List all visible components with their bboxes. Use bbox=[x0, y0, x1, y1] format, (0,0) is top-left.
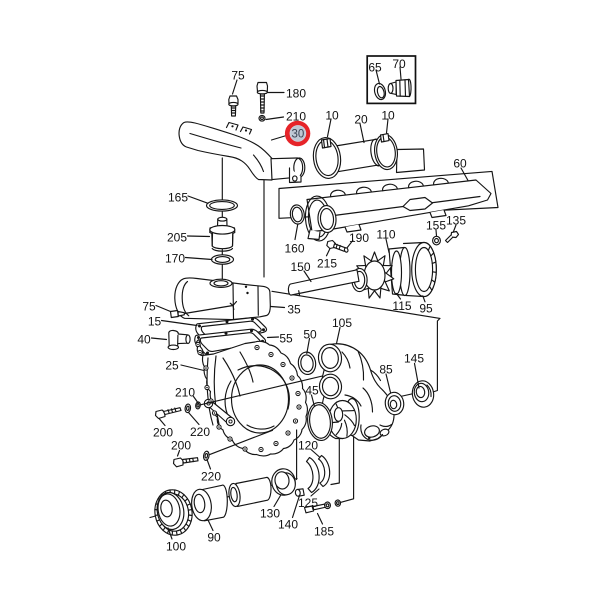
svg-text:20: 20 bbox=[354, 112, 368, 126]
svg-text:115: 115 bbox=[392, 299, 411, 313]
svg-text:150: 150 bbox=[290, 260, 310, 274]
svg-text:25: 25 bbox=[165, 358, 179, 372]
svg-text:200: 200 bbox=[153, 425, 173, 439]
svg-text:190: 190 bbox=[349, 231, 369, 245]
svg-text:10: 10 bbox=[325, 108, 339, 122]
svg-text:200: 200 bbox=[171, 438, 191, 452]
svg-text:35: 35 bbox=[287, 302, 301, 316]
svg-text:100: 100 bbox=[166, 539, 186, 553]
svg-text:120: 120 bbox=[298, 438, 318, 452]
svg-text:140: 140 bbox=[278, 517, 298, 531]
svg-text:135: 135 bbox=[446, 213, 466, 227]
svg-text:170: 170 bbox=[165, 251, 185, 265]
svg-text:180: 180 bbox=[286, 86, 306, 100]
svg-text:85: 85 bbox=[379, 362, 393, 376]
svg-text:160: 160 bbox=[284, 241, 304, 255]
svg-text:220: 220 bbox=[201, 469, 221, 483]
svg-text:215: 215 bbox=[317, 256, 337, 270]
svg-text:105: 105 bbox=[332, 316, 352, 330]
svg-text:55: 55 bbox=[279, 331, 293, 345]
svg-text:65: 65 bbox=[368, 60, 382, 74]
svg-text:210: 210 bbox=[175, 385, 195, 399]
svg-text:15: 15 bbox=[148, 314, 162, 328]
svg-text:75: 75 bbox=[231, 68, 245, 82]
svg-text:110: 110 bbox=[376, 227, 395, 241]
svg-text:95: 95 bbox=[419, 301, 433, 315]
svg-text:155: 155 bbox=[426, 218, 446, 232]
svg-text:45: 45 bbox=[305, 383, 319, 397]
svg-text:10: 10 bbox=[381, 108, 395, 122]
svg-text:185: 185 bbox=[314, 524, 334, 538]
svg-text:75: 75 bbox=[142, 299, 156, 313]
svg-text:145: 145 bbox=[404, 351, 424, 365]
svg-text:130: 130 bbox=[260, 506, 280, 520]
svg-text:90: 90 bbox=[207, 530, 221, 544]
svg-text:205: 205 bbox=[167, 230, 187, 244]
svg-text:30: 30 bbox=[292, 129, 305, 141]
svg-text:210: 210 bbox=[286, 109, 306, 123]
svg-text:125: 125 bbox=[298, 496, 318, 510]
svg-text:50: 50 bbox=[303, 327, 317, 341]
svg-text:70: 70 bbox=[392, 57, 406, 71]
svg-text:40: 40 bbox=[137, 332, 151, 346]
svg-text:60: 60 bbox=[453, 156, 467, 170]
svg-text:165: 165 bbox=[168, 190, 188, 204]
svg-text:220: 220 bbox=[190, 425, 210, 439]
